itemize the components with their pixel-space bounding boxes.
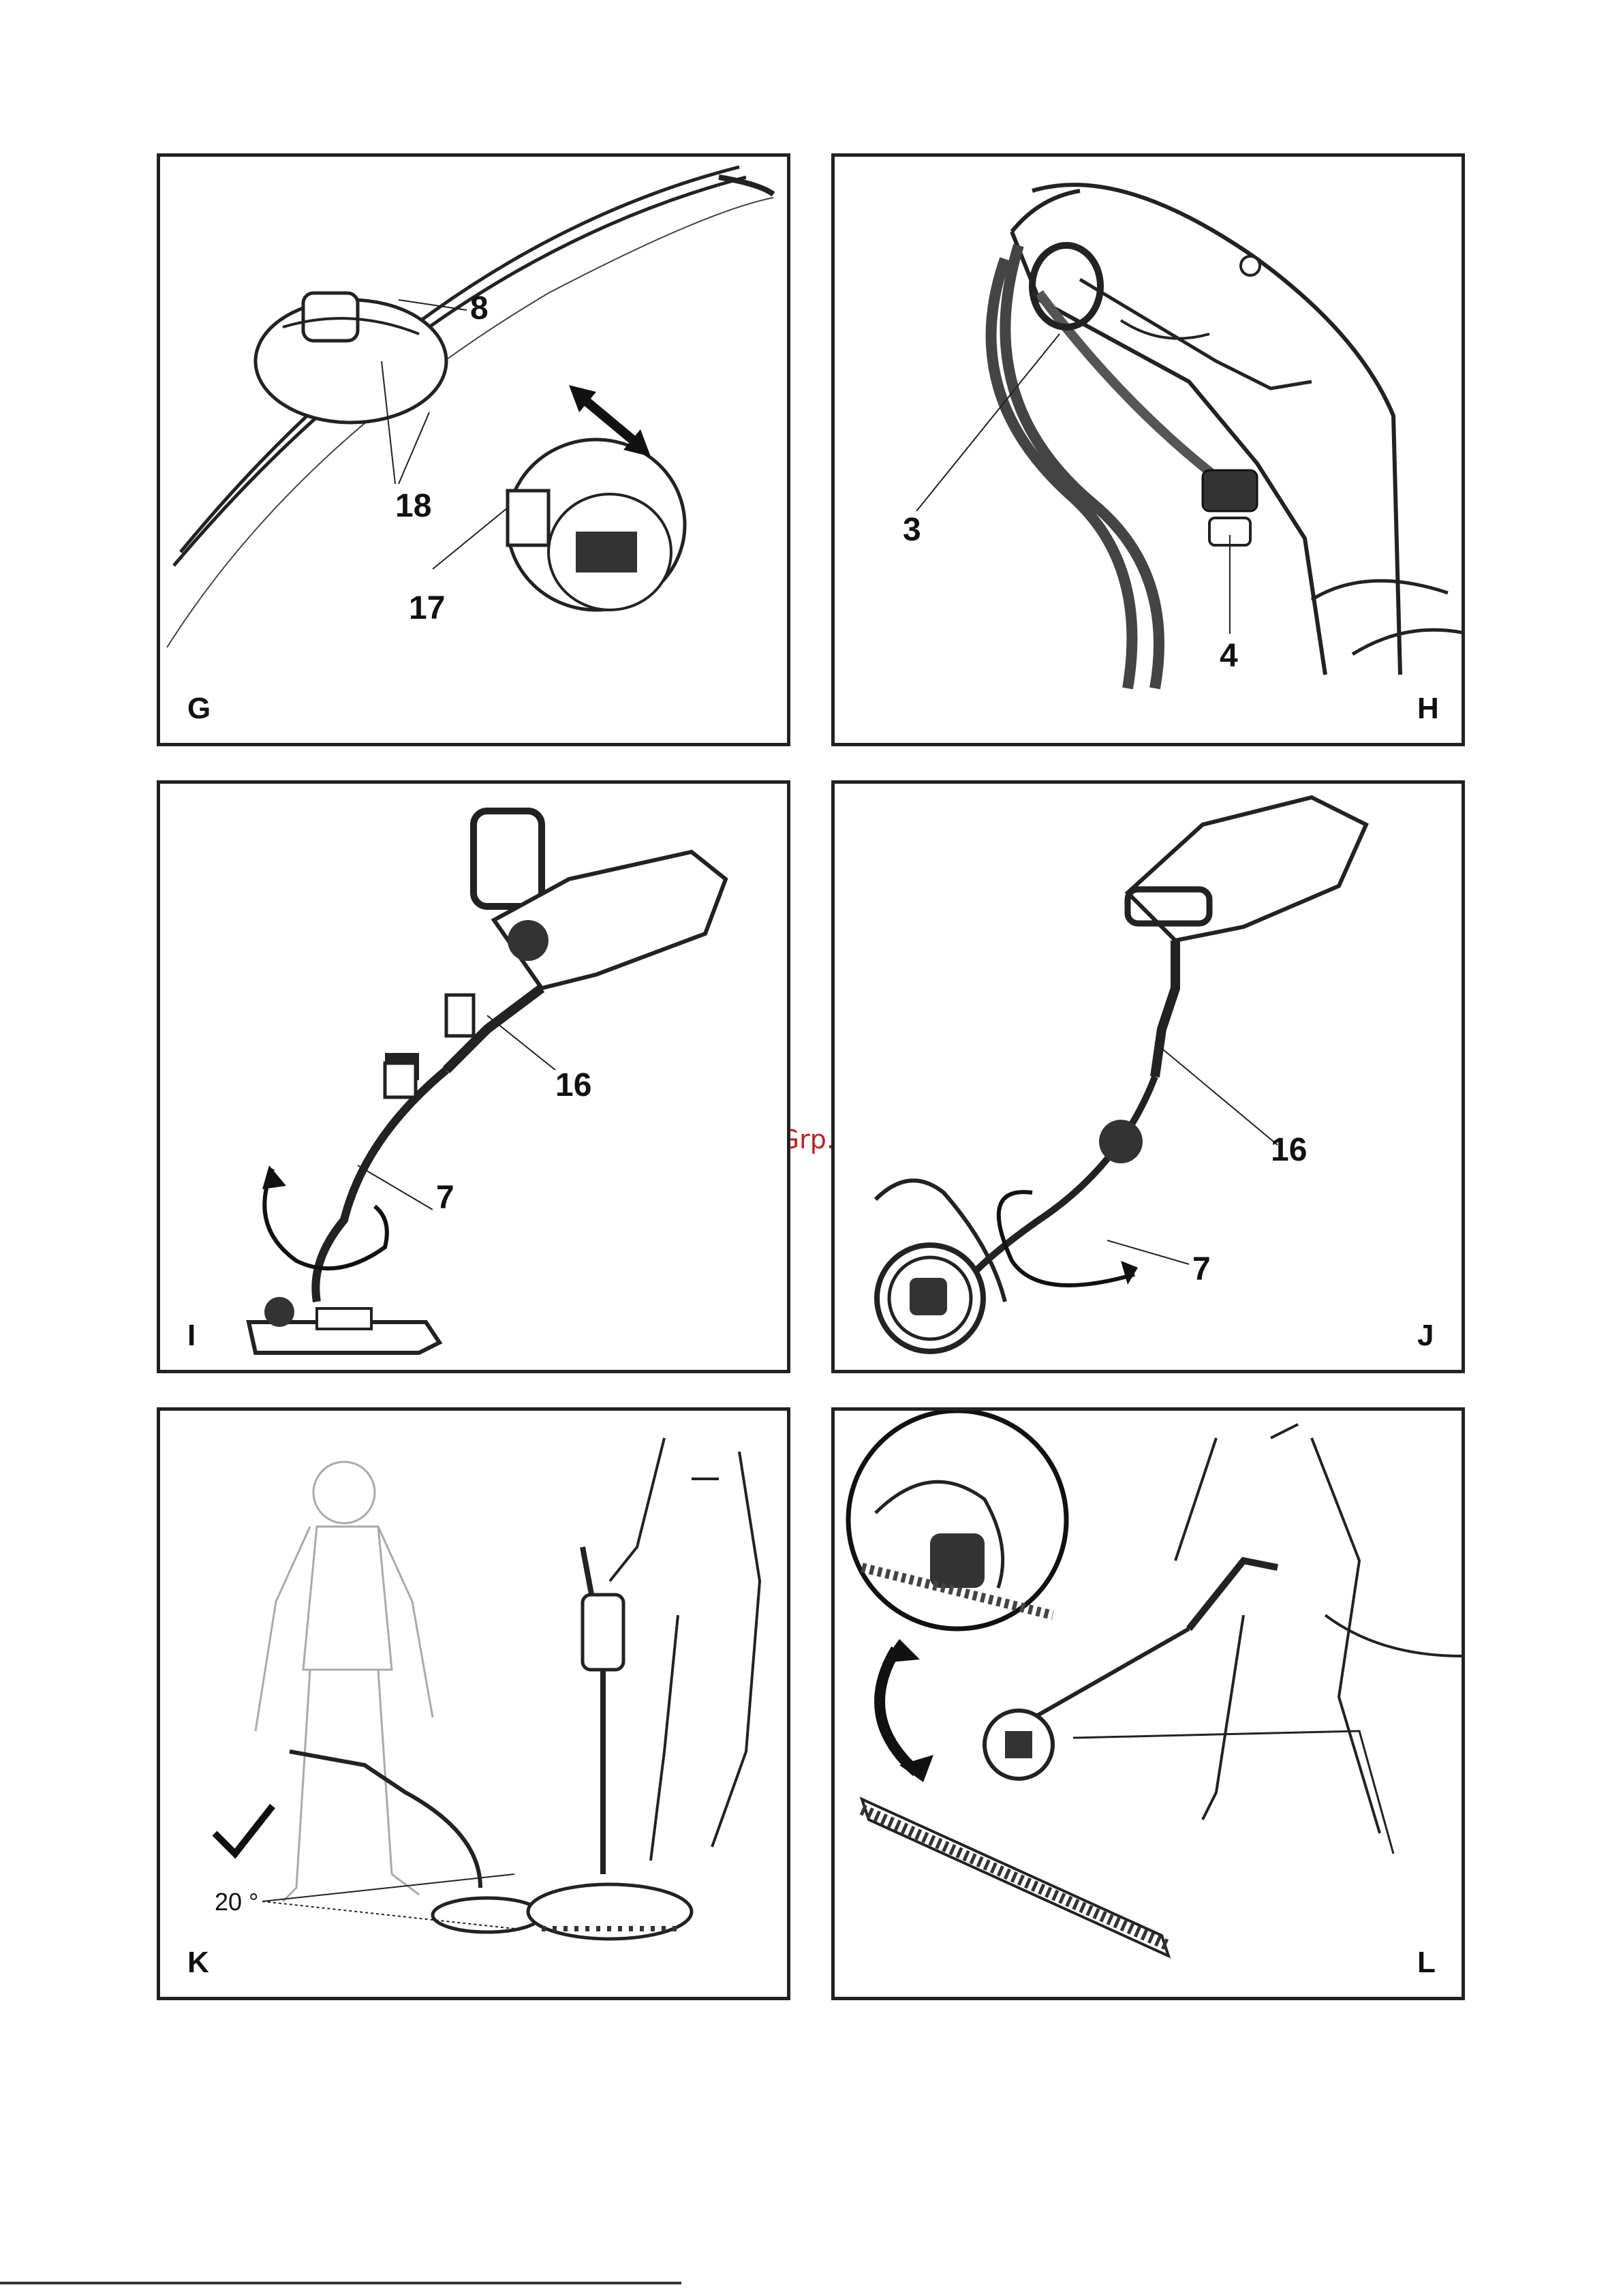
callout-4: 4 <box>1220 637 1238 675</box>
panel-letter-h: H <box>1417 692 1439 726</box>
panel-g: 8 18 17 G <box>157 153 790 746</box>
trimmer-edge-mode-illustration <box>835 784 1465 1373</box>
panel-letter-j: J <box>1417 1319 1434 1353</box>
callout-16: 16 <box>1271 1131 1307 1169</box>
panel-h: 3 4 H <box>831 153 1465 746</box>
callout-8: 8 <box>470 290 489 327</box>
callout-3: 3 <box>903 511 921 549</box>
panel-letter-k: K <box>187 1946 209 1980</box>
panel-letter-i: I <box>187 1319 196 1353</box>
callout-7: 7 <box>1192 1251 1211 1288</box>
spool-cover-illustration <box>160 157 790 746</box>
panel-letter-l: L <box>1417 1946 1436 1980</box>
handle-cord-illustration <box>835 157 1465 746</box>
callout-18: 18 <box>395 487 431 525</box>
panel-k: 20 ° K <box>157 1407 790 2000</box>
bottom-rule <box>0 2282 681 2284</box>
panel-letter-g: G <box>187 692 211 726</box>
angle-label: 20 ° <box>215 1888 258 1916</box>
callout-16: 16 <box>555 1067 591 1104</box>
panel-l: L <box>831 1407 1465 2000</box>
callout-17: 17 <box>409 590 445 627</box>
edging-illustration <box>835 1411 1465 2000</box>
panel-j: 16 7 J <box>831 780 1465 1373</box>
callout-7: 7 <box>436 1179 454 1216</box>
panel-i: 16 7 I <box>157 780 790 1373</box>
trimmer-rotate-illustration <box>160 784 790 1373</box>
